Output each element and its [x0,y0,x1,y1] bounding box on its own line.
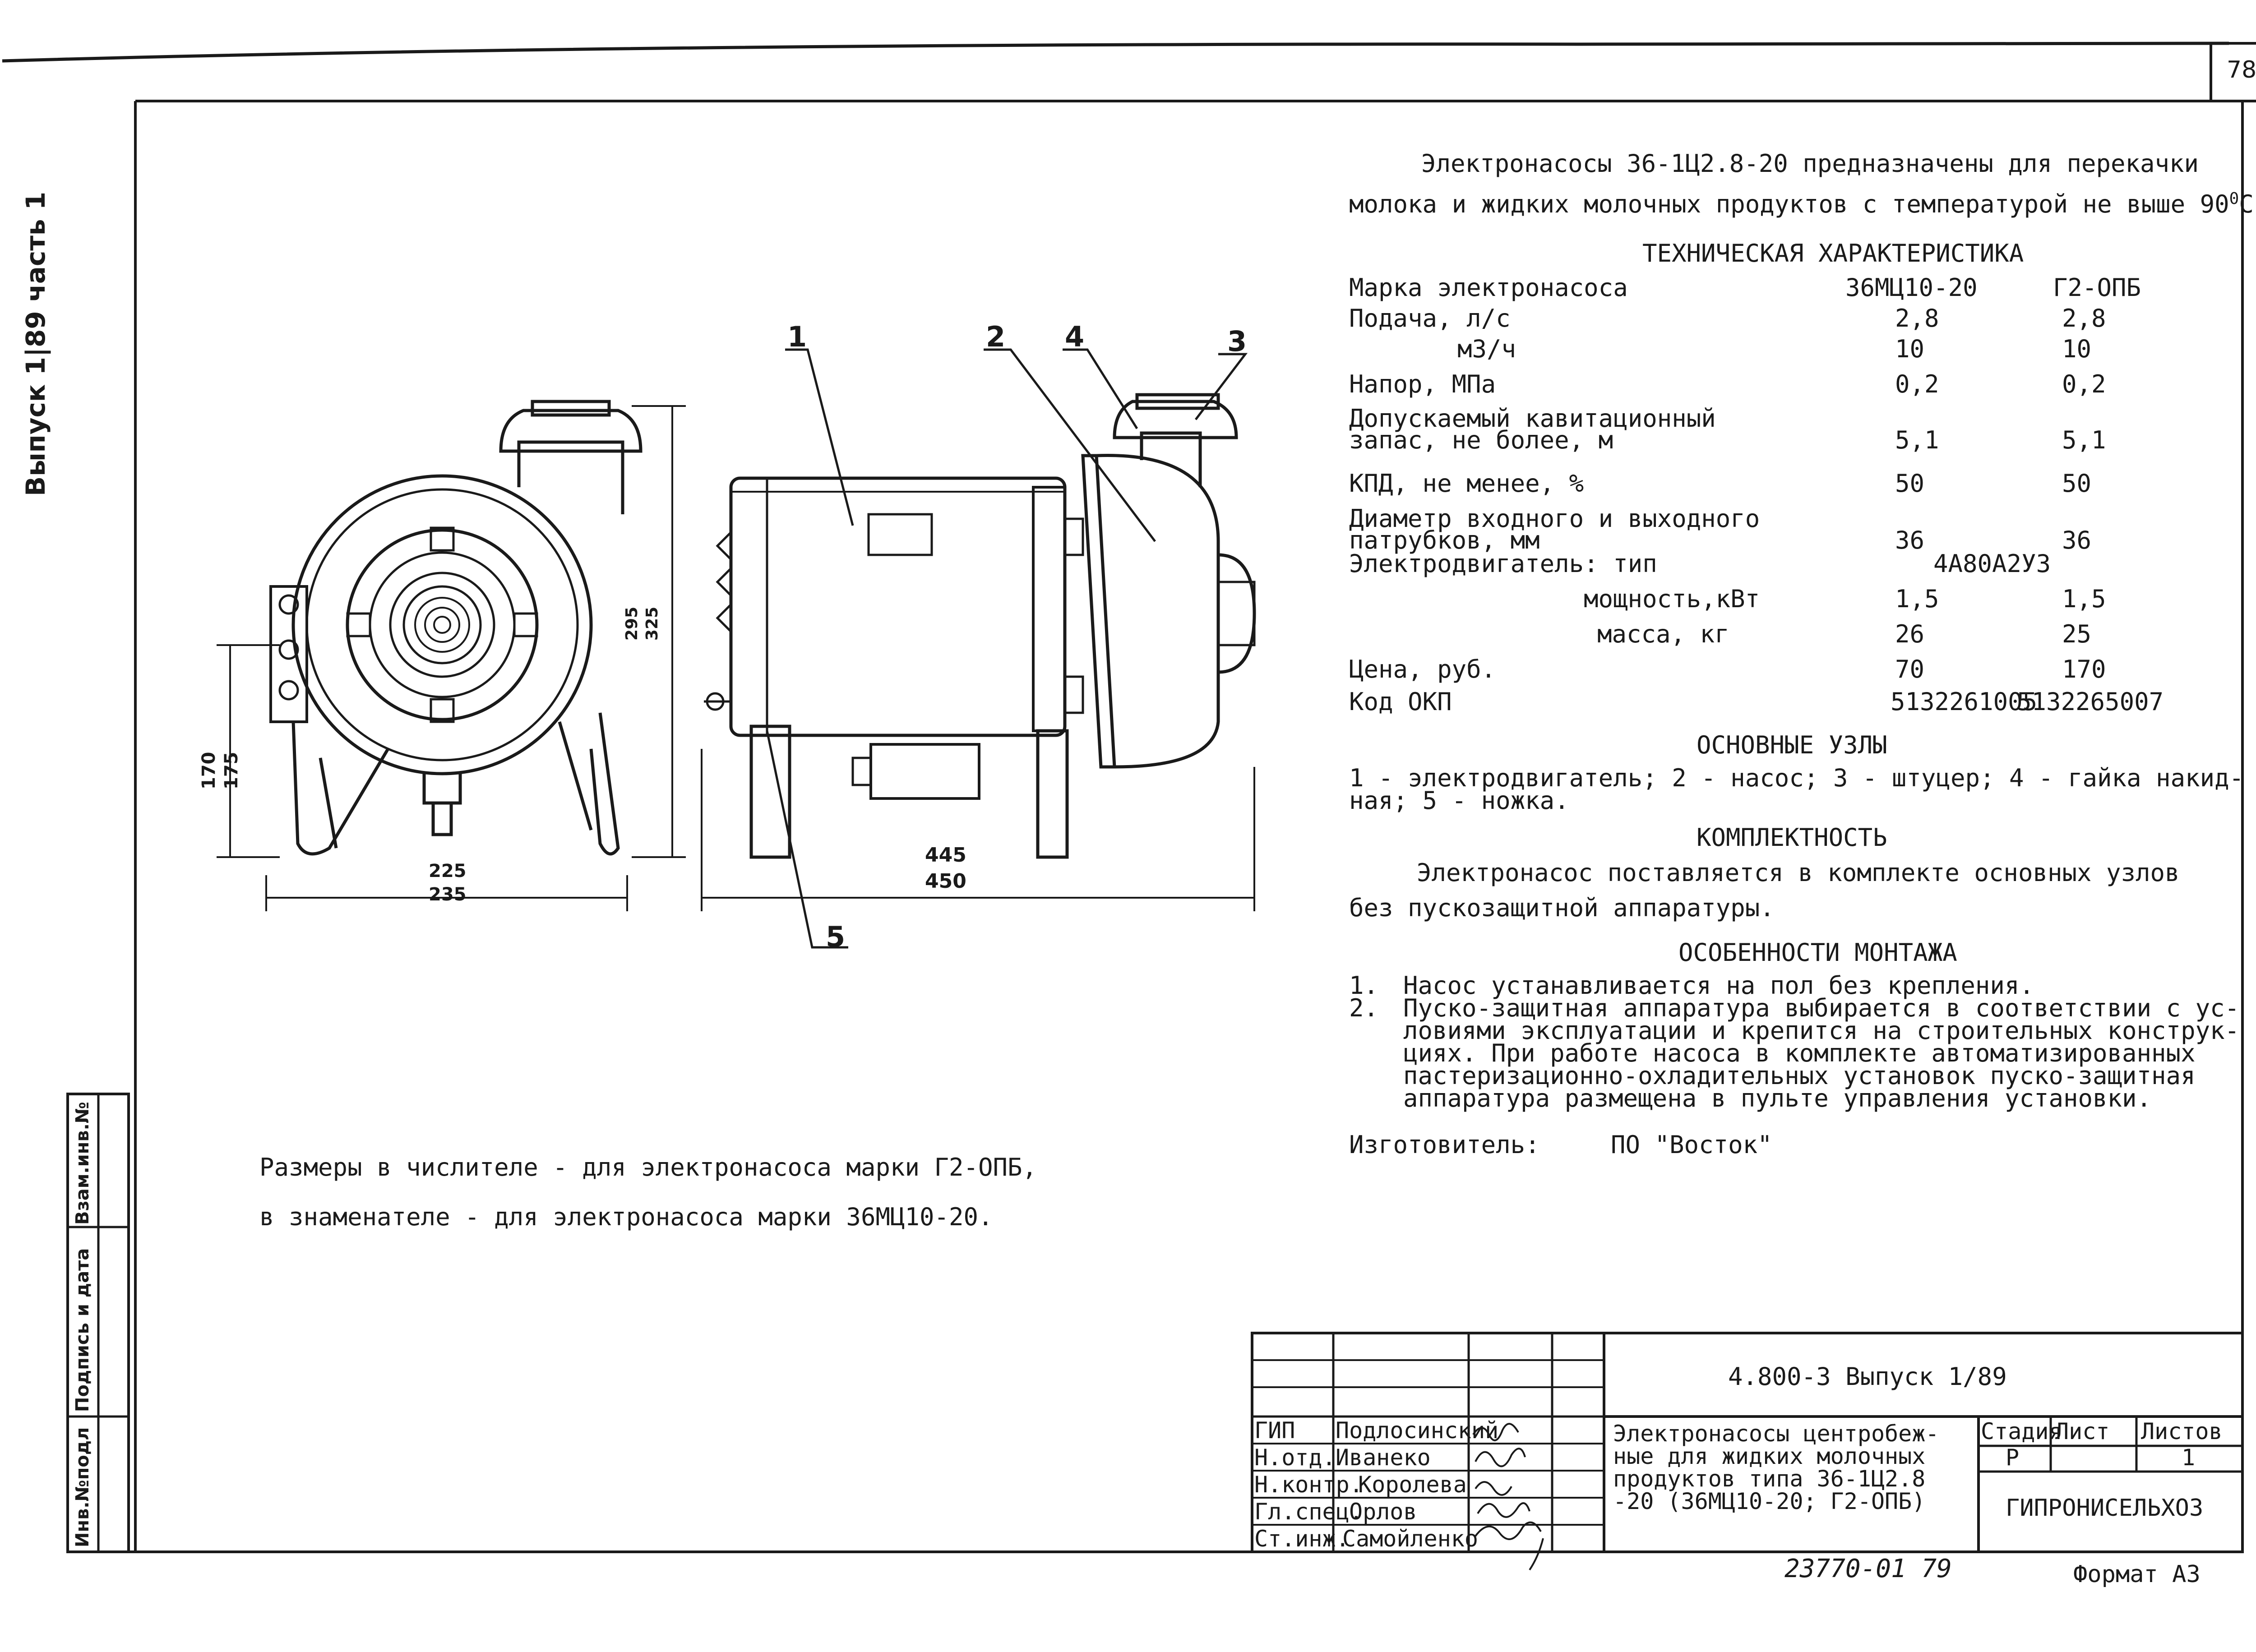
product-name-line: ные для жидких молочных [1613,1443,1926,1469]
tech-table: Марка электронасоса 36МЦ10-20 Г2-ОПБ Под… [1349,273,2206,719]
intro-line-1: Электронасосы 36-1Ц2.8-20 предназначены … [1421,149,2199,178]
tech-row: Напор, МПа 0,2 0,2 [1349,370,2106,398]
tech-row: Марка электронасоса 36МЦ10-20 Г2-ОПБ [1349,273,2141,302]
dim-width-den: 235 [429,884,467,905]
stage-value: Р [2006,1444,2020,1471]
mount-list: 1.Насос устанавливается на пол без крепл… [1349,971,2240,1112]
staff-name: Орлов [1349,1499,1417,1525]
issue-side-label: Выпуск 1|89 часть 1 [20,191,51,496]
tech-row: м3/ч 10 10 [1457,335,2092,363]
complete-line-1: Электронасос поставляется в комплекте ос… [1417,858,2180,887]
tech-row: Код ОКП 5132261005 5132265007 [1349,688,2164,716]
callout-1: 1 [787,320,807,353]
callout-leaders [766,348,1248,949]
stamp-replacement-inv: Взам.инв.№ [72,1102,93,1225]
staff-name: Самойленко [1342,1526,1479,1552]
dim-width-num: 225 [429,861,467,881]
maker-label: Изготовитель: [1349,1131,1540,1159]
page-number: 78 [2227,56,2256,83]
staff-name: Подлосинский [1336,1417,1499,1444]
staff-role: Гл.спец. [1254,1499,1363,1525]
mount-item-2-line: аппаратура размещена в пульте управления… [1403,1084,2152,1112]
stamp-original-inv: Инв.№подл [72,1427,93,1547]
organization: ГИПРОНИСЕЛЬХОЗ [2006,1495,2204,1522]
callout-4: 4 [1065,320,1085,353]
staff-role: Ст.инж. [1254,1526,1350,1552]
tech-row: масса, кг 26 25 [1597,620,2092,648]
units-title: ОСНОВНЫЕ УЗЛЫ [1697,731,1887,759]
intro-line-2: молока и жидких молочных продуктов с тем… [1349,189,2256,218]
stamp-signature-date: Подпись и дата [72,1248,93,1412]
callout-2: 2 [986,320,1006,353]
mount-item-2: 2.Пуско-защитная аппаратура выбирается в… [1349,994,2240,1022]
callout-5: 5 [826,920,846,953]
title-block [1251,1332,2244,1553]
tech-row: Допускаемый кавитационный [1349,404,1716,433]
archive-number: 23770-01 79 [1784,1554,1952,1583]
dim-axis-num: 170 [199,752,219,790]
staff-role: Н.отд. [1254,1444,1336,1471]
tech-row: Подача, л/с 2,8 2,8 [1349,304,2106,332]
mount-item-2-line: циях. При работе насоса в комплекте авто… [1403,1039,2196,1067]
complete-title: КОМПЛЕКТНОСТЬ [1697,823,1887,852]
dimensions-note-line-2: в знаменателе - для электронасоса марки … [259,1203,993,1231]
sheets-value: 1 [2182,1444,2196,1471]
dimensions-note-line-1: Размеры в числителе - для электронасоса … [259,1153,1037,1181]
staff-name: Иванеко [1336,1444,1431,1471]
units-line-2: ная; 5 - ножка. [1349,786,1569,815]
product-name-line: -20 (36МЦ10-20; Г2-ОПБ) [1613,1488,1926,1514]
doc-code: 4.800-3 Выпуск 1/89 [1728,1362,2007,1391]
dim-axis-den: 175 [221,752,242,790]
tech-row: патрубков, мм 36 36 [1349,526,2092,554]
staff-role: Н.контр. [1254,1472,1363,1498]
pump-front-view [269,400,643,856]
sheets-header: Листов [2141,1418,2223,1444]
signatures [1472,1423,1544,1571]
paper-format: Формат А3 [2073,1561,2201,1588]
mount-item-2-line: ловиями эксплуатации и крепится на строи… [1403,1016,2240,1045]
mount-title: ОСОБЕННОСТИ МОНТАЖА [1678,938,1957,967]
units-line-1: 1 - электродвигатель; 2 - насос; 3 - шту… [1349,764,2244,792]
mount-item-2-line: пастеризационно-охладительных установок … [1403,1061,2196,1090]
dim-height-den: 325 [643,606,661,641]
stage-header: Стадия [1981,1418,2062,1444]
tech-row: мощность,кВт 1,5 1,5 [1584,585,2106,613]
dim-length-den: 450 [925,870,966,893]
sheet-header: Лист [2055,1418,2110,1444]
complete-line-2: без пускозащитной аппаратуры. [1349,894,1775,922]
dimension-lines [217,405,1255,911]
product-name-line: продуктов типа 36-1Ц2.8 [1613,1466,1926,1492]
pump-side-view [704,393,1256,859]
tech-row: Цена, руб. 70 170 [1349,655,2106,683]
tech-row: Электродвигатель: тип 4А80А2УЗ [1349,549,2051,578]
callout-3: 3 [1227,325,1247,358]
page-number-box [2210,42,2256,102]
tech-row: Диаметр входного и выходного [1349,504,1760,533]
tech-row: запас, не более, м 5,1 5,1 [1349,426,2106,454]
tech-row: КПД, не менее, % 50 50 [1349,469,2092,498]
product-name-line: Электронасосы центробеж- [1613,1421,1939,1447]
staff-name: Королева [1358,1472,1467,1498]
dim-length-num: 445 [925,844,966,867]
mount-item-1: 1.Насос устанавливается на пол без крепл… [1349,971,2034,1000]
top-border-line [2,42,2229,63]
dim-height-num: 295 [623,606,641,641]
tech-title: ТЕХНИЧЕСКАЯ ХАРАКТЕРИСТИКА [1642,239,2024,268]
maker-value: ПО "Восток" [1611,1131,1772,1159]
staff-role: ГИП [1254,1417,1295,1444]
